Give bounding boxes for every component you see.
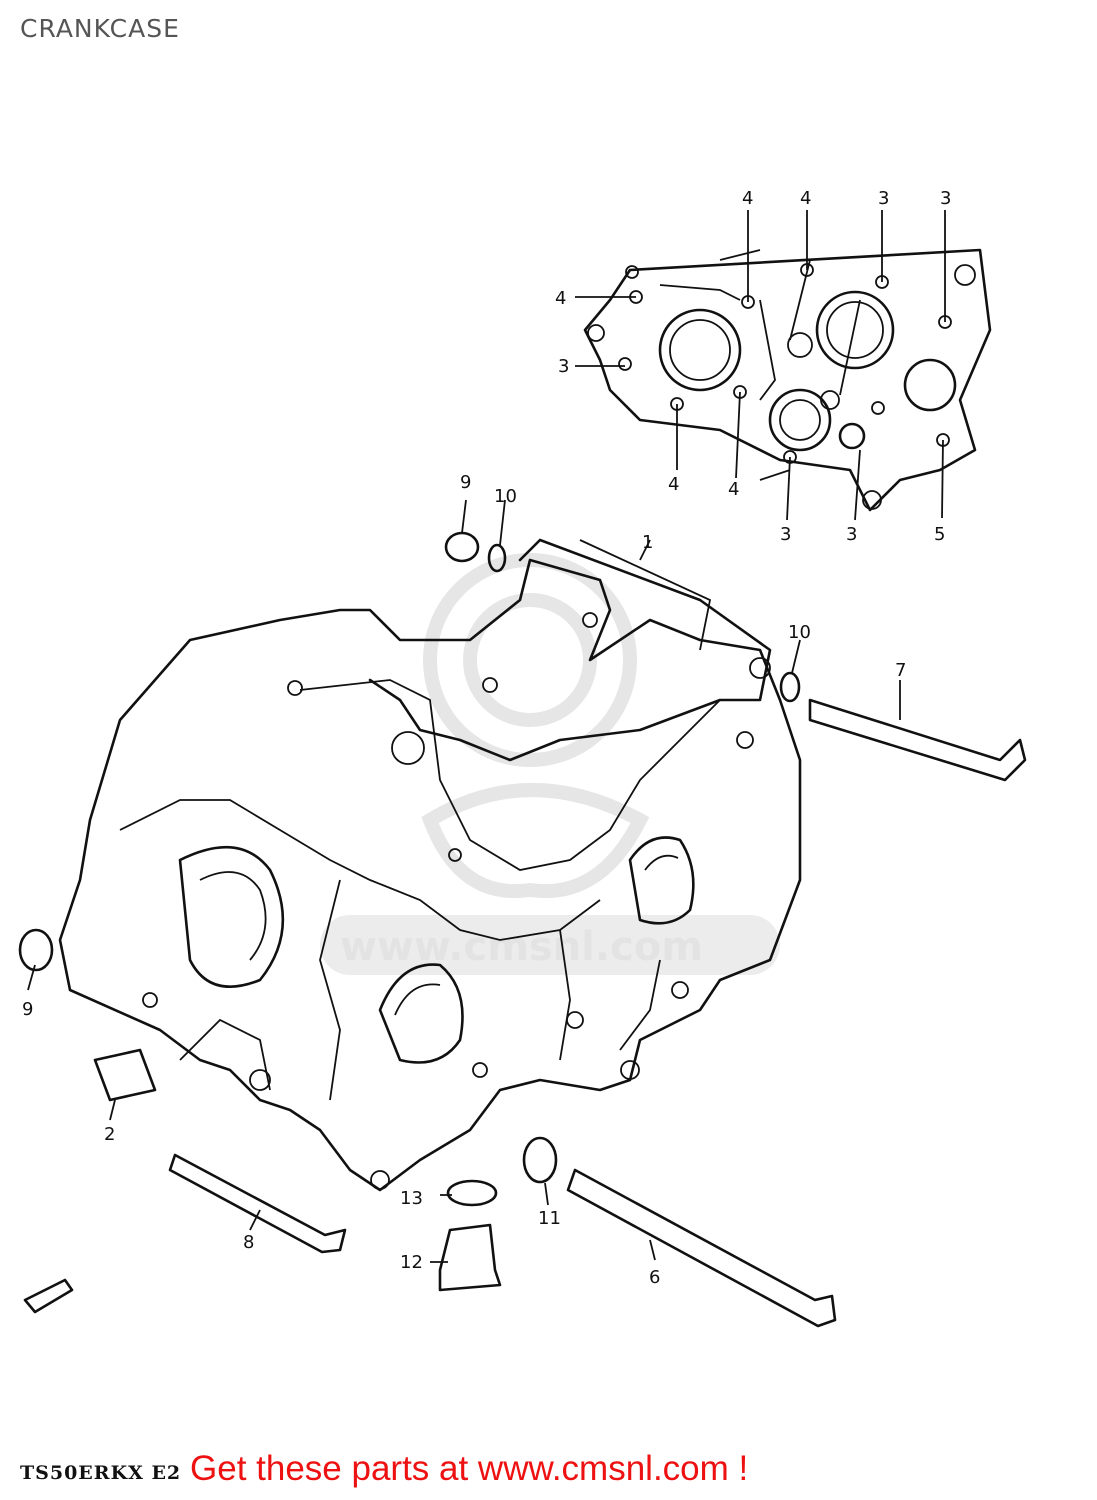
loose-parts <box>18 531 1027 1328</box>
callout-2: 2 <box>104 1124 115 1145</box>
crankcase-half-inset <box>583 248 992 512</box>
drain-plug-part-12 <box>438 1223 502 1292</box>
callout-10: 10 <box>494 486 517 507</box>
callout-11: 11 <box>538 1208 561 1229</box>
cap-part-9b <box>18 928 54 972</box>
callout-3: 3 <box>846 524 857 545</box>
watermark-text: www.cmsnl.com <box>340 924 703 970</box>
leader-lines <box>27 210 946 1263</box>
callout-3: 3 <box>780 524 791 545</box>
callout-10: 10 <box>788 622 811 643</box>
bolt-part-7 <box>808 698 1027 782</box>
cap-part-9 <box>444 531 480 563</box>
callout-9: 9 <box>460 472 471 493</box>
crankcase-main <box>58 538 802 1192</box>
gasket-outline <box>579 539 712 651</box>
callout-labels: 1 2 3 3 3 3 3 3 4 4 4 4 4 4 5 6 7 8 9 9 … <box>22 188 951 1288</box>
front-arrow-icon <box>23 1278 74 1314</box>
callout-8: 8 <box>243 1232 254 1253</box>
callout-4: 4 <box>728 479 739 500</box>
callout-4: 4 <box>742 188 753 209</box>
callout-3: 3 <box>878 188 889 209</box>
page-title: CRANKCASE <box>20 14 180 43</box>
washer-part-10b <box>779 671 801 703</box>
bolt-part-6 <box>566 1168 837 1328</box>
callout-4: 4 <box>800 188 811 209</box>
callout-12: 12 <box>400 1252 423 1273</box>
callout-4: 4 <box>555 288 566 309</box>
callout-4: 4 <box>668 474 679 495</box>
callout-1: 1 <box>642 532 653 553</box>
footer-parts-link[interactable]: Get these parts at www.cmsnl.com ! <box>190 1449 749 1488</box>
bolt-part-8 <box>168 1153 347 1254</box>
washer-part-11 <box>522 1136 558 1184</box>
callout-3: 3 <box>558 356 569 377</box>
model-code: TS50ERKX E2 <box>20 1462 182 1484</box>
watermark-logo: www.cmsnl.com <box>320 553 780 975</box>
washer-part-10 <box>487 543 507 573</box>
callout-3: 3 <box>940 188 951 209</box>
callout-7: 7 <box>895 660 906 681</box>
dowel-part-2 <box>93 1048 157 1102</box>
washer-part-13 <box>446 1179 498 1207</box>
callout-6: 6 <box>649 1267 660 1288</box>
callout-13: 13 <box>400 1188 423 1209</box>
callout-5: 5 <box>934 524 945 545</box>
callout-9: 9 <box>22 999 33 1020</box>
